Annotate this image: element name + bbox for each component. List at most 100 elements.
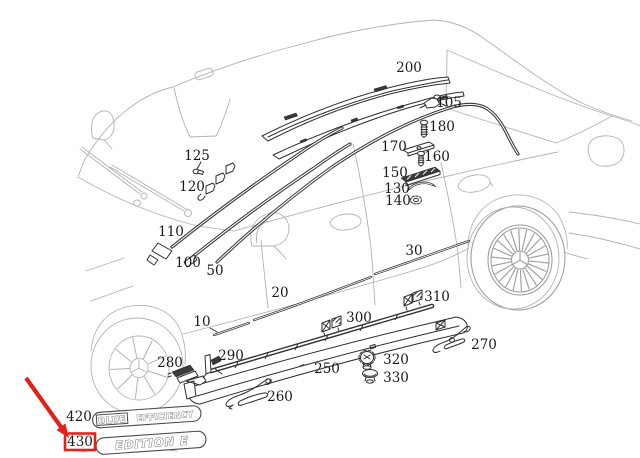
b-pillar-door-gap (352, 143, 376, 306)
part-label-180: 180 (429, 119, 455, 135)
wheel-spoke (109, 368, 130, 370)
front-door-handle (329, 213, 362, 231)
front-wheel-arch (90, 304, 186, 365)
wheel-spoke (491, 256, 512, 260)
linkage-270 (432, 325, 471, 353)
tail-light (587, 135, 625, 167)
linkage-260 (225, 378, 272, 410)
rear-tire (470, 205, 566, 311)
wheel-spoke (503, 234, 516, 253)
part-label-160: 160 (424, 149, 450, 165)
wheel-spoke (528, 263, 547, 273)
roof-antenna-base (194, 67, 214, 81)
wheel-spoke (115, 348, 132, 363)
car-body-outline (77, 19, 640, 453)
rear-window (445, 49, 613, 144)
front-rim (108, 335, 170, 401)
part-label-50: 50 (206, 263, 223, 279)
wheel-spoke (527, 245, 546, 256)
part-label-20: 20 (271, 285, 288, 301)
cowl-line (77, 160, 235, 232)
end-piece-280 (167, 364, 199, 384)
part-label-100: 100 (175, 255, 201, 271)
part-label-330: 330 (383, 370, 409, 386)
screw-160 (416, 150, 426, 167)
wheel-spoke (505, 268, 516, 288)
wheel-spoke (134, 378, 139, 399)
wheel-spoke (524, 232, 535, 252)
rear-wheel (466, 205, 566, 311)
clip-pair-310 (403, 289, 423, 311)
part-label-310: 310 (424, 289, 450, 305)
rear-door-gap (440, 162, 462, 289)
wheel-spoke (493, 247, 512, 257)
clip-320 (358, 349, 376, 370)
door-bottom-edge (182, 247, 470, 335)
front-hub (129, 358, 149, 378)
part-label-250: 250 (314, 361, 340, 377)
far-side-mirror (91, 110, 115, 150)
a-pillar-moulding-110 (146, 126, 344, 266)
trunk-edge (611, 115, 640, 127)
badge-word-efficiency: EFFICIENCY (136, 410, 194, 424)
driver-mirror (250, 212, 290, 260)
wheel-spoke (521, 229, 528, 251)
rearview-mirror-notch (173, 87, 231, 138)
wheel-spoke (117, 374, 133, 390)
clip-pair-300 (321, 315, 342, 337)
part-label-290: 290 (218, 348, 244, 364)
clip-set-120 (197, 162, 236, 201)
hood-crease-lines (85, 257, 134, 302)
part-label-130: 130 (384, 181, 410, 197)
wheel-spoke (147, 355, 166, 365)
part-label-150: 150 (382, 165, 408, 181)
part-label-10: 10 (193, 314, 210, 330)
part-label-300: 300 (346, 310, 372, 326)
rear-quarter-creases (563, 211, 640, 260)
badge-word-blue: BLUE (98, 415, 126, 427)
rear-door-handle (457, 174, 494, 193)
red-arrow-shaft (24, 376, 63, 429)
part-label-420: 420 (66, 409, 92, 425)
wheel-spoke (522, 269, 530, 290)
wheel-spoke (497, 240, 514, 255)
part-label-320: 320 (383, 352, 409, 368)
screw-180 (419, 119, 429, 138)
wheel-spoke (526, 265, 543, 280)
part-label-430: 430 (67, 434, 93, 450)
roof-moulding-200 (261, 76, 451, 142)
bracket-290 (202, 354, 223, 379)
highlight-box-430 (63, 432, 97, 452)
roof-to-cpillar-line (433, 19, 633, 122)
part-label-270: 270 (471, 337, 497, 353)
gasket-130 (406, 181, 436, 192)
wheel-spoke (142, 340, 153, 360)
wheel-spoke (132, 337, 138, 359)
leader-line (209, 327, 218, 333)
part-label-120: 120 (179, 179, 205, 195)
part-label-170: 170 (381, 139, 407, 155)
nut-140 (410, 195, 422, 205)
rail-170 (402, 141, 435, 157)
roof-windshield-edge (83, 19, 435, 162)
rear-wheel-spokes (491, 228, 549, 292)
part-label-110: 110 (158, 224, 184, 240)
a-pillar-moulding-100 (183, 142, 352, 268)
beltline (233, 151, 559, 232)
part-label-105: 105 (436, 95, 462, 111)
badge-blue-efficiency: BLUE EFFICIENCY (92, 405, 202, 429)
rear-rim (487, 224, 553, 296)
wheel-spoke (519, 269, 522, 292)
rear-rim-inner (490, 227, 550, 293)
wheel-spoke (143, 376, 156, 395)
wiper-pivot (140, 192, 148, 200)
part-label-30: 30 (405, 243, 422, 259)
rear-tire-inner (466, 206, 560, 310)
wheel-spoke (518, 228, 521, 251)
rear-wheel-arch (467, 194, 568, 250)
roof-rail-strip (272, 91, 465, 160)
part-label-140: 140 (385, 193, 411, 209)
grommet-330 (362, 369, 378, 384)
